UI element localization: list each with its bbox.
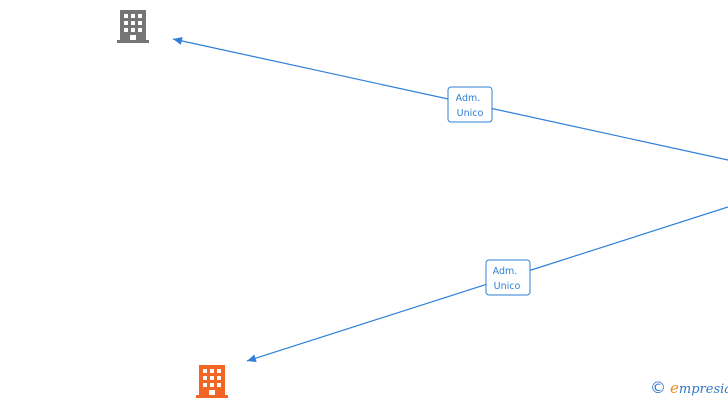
company-node-top[interactable] bbox=[117, 10, 149, 43]
copyright-symbol: © bbox=[650, 378, 666, 397]
brand-watermark: © empresia bbox=[650, 378, 728, 398]
edge-label-bottom[interactable]: Adm. Unico bbox=[485, 259, 531, 296]
company-node-bottom[interactable] bbox=[196, 365, 228, 398]
edge-label-line1-bottom: Adm. bbox=[493, 266, 518, 277]
edge-label-line1-top: Adm. bbox=[456, 93, 481, 104]
brand-logo-rest: mpresia bbox=[678, 381, 728, 397]
brand-logo: empresia bbox=[670, 378, 728, 397]
edge-label-line2-bottom: Unico bbox=[494, 281, 521, 292]
brand-logo-initial: e bbox=[670, 378, 679, 397]
edge-label-top[interactable]: Adm. Unico bbox=[447, 86, 493, 123]
edge-label-line2-top: Unico bbox=[457, 108, 484, 119]
building-icon bbox=[117, 10, 149, 43]
edge-adm-unico-top: Adm. Unico bbox=[172, 37, 728, 161]
edge-adm-unico-bottom: Adm. Unico bbox=[246, 206, 728, 363]
edge-label-box-top bbox=[447, 86, 493, 123]
edge-label-box-bottom bbox=[485, 259, 531, 296]
building-icon bbox=[196, 365, 228, 398]
